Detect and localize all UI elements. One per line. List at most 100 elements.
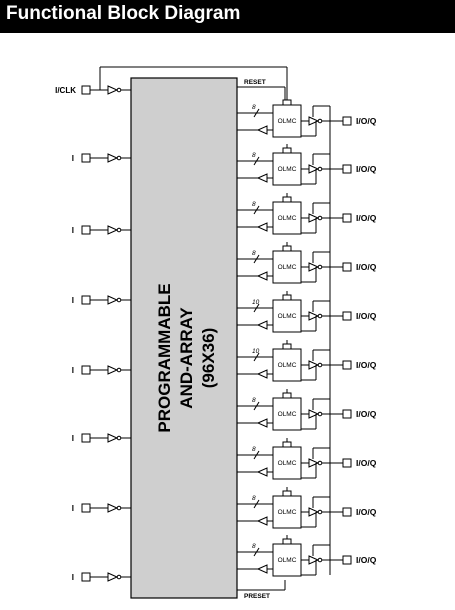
io-pin-label: I/O/Q [356,360,377,370]
and-array-label-line: AND-ARRAY [177,307,196,409]
buffer-triangle [308,507,320,517]
buffer-bubble [317,215,323,221]
and-array-label-line: (96X36) [199,328,218,388]
olmc-label: OLMC [278,313,297,320]
bus-slash [253,352,260,362]
olmc-label: OLMC [278,509,297,516]
buffer-bubble [116,227,122,233]
buffer-bubble [317,166,323,172]
buffer-triangle [256,467,268,477]
olmc-top-tab [282,99,292,106]
buffer-bubble [116,505,122,511]
buffer-bubble [317,509,323,515]
olmc-box [272,104,302,138]
buffer-triangle [107,365,119,375]
input-buffer [107,503,122,513]
bus-width-label: 8 [252,201,256,208]
feedback-buffer [256,271,268,281]
buffer-triangle [308,311,320,321]
input-pin-label: I [72,226,74,235]
input-pin-box [81,365,91,375]
output-buffer [308,360,323,370]
buffer-bubble [317,557,323,563]
olmc-top-tab [282,343,292,350]
feedback-buffer [256,125,268,135]
input-pin: I [72,572,131,582]
input-pin-box [81,433,91,443]
input-pin-box [81,503,91,513]
bus-width-label: 8 [252,446,256,453]
olmc-box [272,495,302,529]
buffer-triangle [308,555,320,565]
input-buffer [107,153,122,163]
output-buffer [308,311,323,321]
buffer-bubble [317,264,323,270]
buffer-bubble [116,297,122,303]
olmc-box [272,152,302,186]
output-buffer [308,213,323,223]
buffer-triangle [107,225,119,235]
input-buffer [107,433,122,443]
input-pin: I [72,295,131,305]
input-buffer [107,572,122,582]
io-pin-label: I/O/Q [356,458,377,468]
io-pin-label: I/O/Q [356,409,377,419]
io-pin-box [342,555,352,565]
input-buffer [107,295,122,305]
olmc-box [272,299,302,333]
output-buffer [308,116,323,126]
input-buffer [107,225,122,235]
bus-width-label: 8 [252,543,256,550]
buffer-triangle [256,173,268,183]
bus-slash [253,401,260,411]
buffer-triangle [308,409,320,419]
io-pin-label: I/O/Q [356,262,377,272]
buffer-triangle [308,164,320,174]
olmc-label: OLMC [278,411,297,418]
buffer-triangle [107,433,119,443]
io-pin-label: I/O/Q [356,213,377,223]
olmc-label: OLMC [278,118,297,125]
input-pin-label: I [72,504,74,513]
bus-width-label: 8 [252,250,256,257]
output-buffer [308,164,323,174]
input-pin-box [81,295,91,305]
olmc-top-tab [282,196,292,203]
input-pin: I [72,503,131,513]
buffer-triangle [256,564,268,574]
buffer-triangle [256,369,268,379]
io-pin-box [342,213,352,223]
feedback-buffer [256,418,268,428]
buffer-triangle [308,360,320,370]
bus-width-label: 8 [252,152,256,159]
bus-slash [253,205,260,215]
bus-width-label: 8 [252,104,256,111]
feedback-buffer [256,467,268,477]
diagram-title: Functional Block Diagram [6,3,241,24]
input-pin: I [72,153,131,163]
input-buffer [107,365,122,375]
buffer-bubble [116,574,122,580]
buffer-bubble [317,362,323,368]
output-buffer [308,409,323,419]
olmc-top-tab [282,294,292,301]
io-pin-box [342,458,352,468]
feedback-buffer [256,173,268,183]
feedback-buffer [256,516,268,526]
input-pin: I [72,433,131,443]
bus-slash [253,547,260,557]
feedback-buffer [256,564,268,574]
input-pin-box [81,153,91,163]
olmc-label: OLMC [278,557,297,564]
io-pin-label: I/O/Q [356,311,377,321]
io-pin-label: I/O/Q [356,507,377,517]
buffer-triangle [256,271,268,281]
bus-width-label: 10 [252,348,260,355]
bus-width-label: 10 [252,299,260,306]
buffer-bubble [116,87,122,93]
